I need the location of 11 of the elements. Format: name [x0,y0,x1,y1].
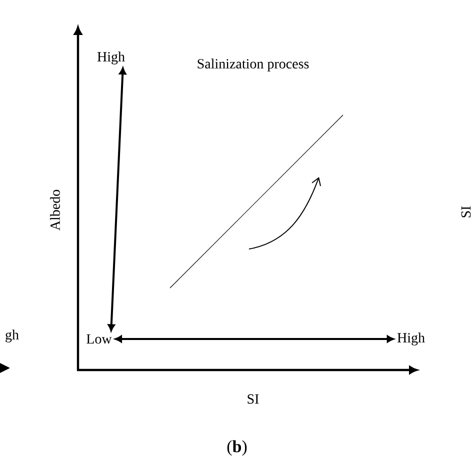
clipped-text: gh [6,330,19,342]
double-arrow [108,68,126,332]
axis-label: Low [86,334,112,344]
axis-title: SI [248,394,259,404]
axis-title: Albedo [50,190,60,230]
title-text: Salinization process [198,58,309,72]
panel-label: (b) [227,440,247,456]
double-arrow [114,335,394,343]
axis-label: High [97,52,125,64]
axis-label: High [397,332,425,346]
clipped-text: SI [461,206,471,218]
